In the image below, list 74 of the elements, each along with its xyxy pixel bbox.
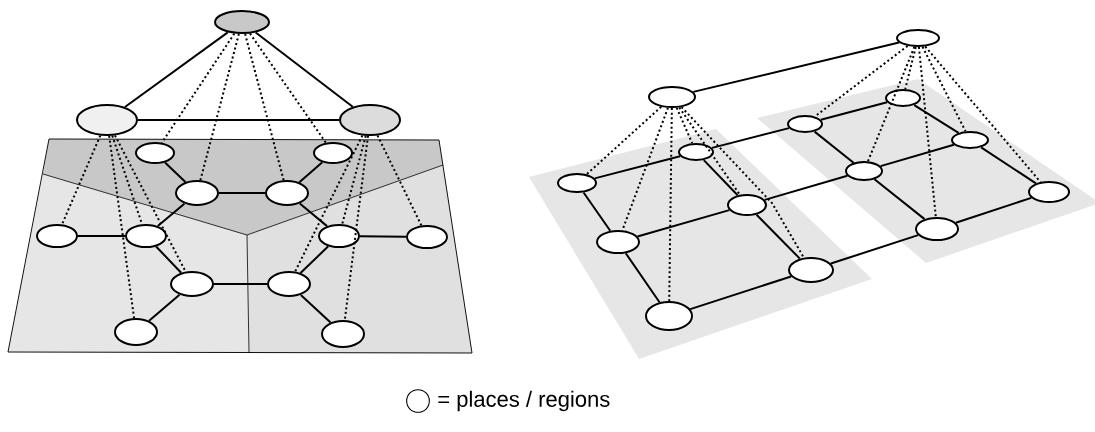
place-ellipse — [406, 225, 448, 249]
link-line — [582, 191, 612, 232]
link-line — [156, 202, 186, 228]
dotted-line — [917, 46, 937, 218]
link-line — [359, 235, 407, 238]
dotted-line — [114, 134, 187, 273]
place-ellipse — [1028, 181, 1070, 203]
link-line — [711, 127, 790, 149]
place-ellipse — [175, 180, 219, 206]
link-line — [123, 31, 229, 108]
link-line — [77, 235, 126, 237]
place-ellipse — [596, 230, 640, 254]
link-line — [913, 104, 960, 134]
dotted-line — [680, 106, 805, 259]
place-ellipse — [125, 224, 167, 248]
link-line — [298, 202, 329, 228]
place-ellipse — [267, 271, 311, 297]
dotted-line — [376, 134, 423, 227]
link-line — [954, 196, 1033, 224]
link-line — [213, 283, 268, 285]
legend-text: = places / regions — [438, 390, 610, 412]
link-line — [702, 159, 739, 197]
place-ellipse — [321, 320, 365, 348]
link-line — [819, 101, 889, 121]
dotted-line — [904, 45, 917, 91]
place-ellipse — [76, 104, 138, 136]
dotted-line — [924, 45, 1042, 183]
dotted-line — [585, 105, 663, 176]
place-ellipse — [36, 224, 78, 248]
link-line — [624, 252, 661, 304]
link-line — [879, 143, 955, 168]
link-line — [755, 213, 801, 260]
link-line — [593, 155, 682, 180]
place-ellipse — [318, 224, 360, 248]
link-line — [164, 161, 187, 183]
dotted-line — [108, 134, 136, 320]
dotted-line — [294, 134, 364, 273]
link-line — [299, 245, 330, 274]
place-ellipse — [645, 301, 693, 331]
link-line — [829, 234, 920, 265]
link-line — [218, 192, 266, 194]
link-line — [873, 178, 926, 221]
link-line — [763, 174, 849, 201]
dotted-line — [668, 107, 673, 302]
place-ellipse — [788, 257, 834, 283]
link-line — [980, 146, 1037, 185]
dotted-line — [867, 45, 916, 163]
link-line — [155, 245, 183, 274]
place-ellipse — [265, 180, 309, 206]
dotted-line — [343, 134, 369, 322]
place-ellipse — [896, 29, 940, 47]
place-ellipse — [648, 86, 696, 108]
link-line — [298, 161, 324, 184]
place-ellipse — [114, 318, 158, 346]
link-line — [813, 130, 855, 164]
place-ellipse — [339, 104, 401, 136]
link-line — [137, 119, 340, 121]
dotted-line — [678, 106, 741, 196]
link-line — [299, 293, 332, 324]
link-line — [636, 209, 731, 238]
link-line — [254, 31, 354, 108]
link-line — [692, 41, 901, 93]
place-ellipse — [214, 10, 270, 34]
place-ellipse — [170, 271, 214, 297]
dotted-line — [341, 134, 367, 226]
link-line — [689, 275, 793, 311]
dotted-line — [921, 45, 967, 133]
dotted-line — [244, 32, 285, 182]
dotted-line — [249, 32, 327, 144]
place-ellipse — [915, 217, 959, 241]
link-line — [148, 293, 181, 322]
dotted-line — [199, 32, 240, 182]
dotted-line — [675, 106, 694, 145]
dotted-line — [61, 134, 102, 226]
